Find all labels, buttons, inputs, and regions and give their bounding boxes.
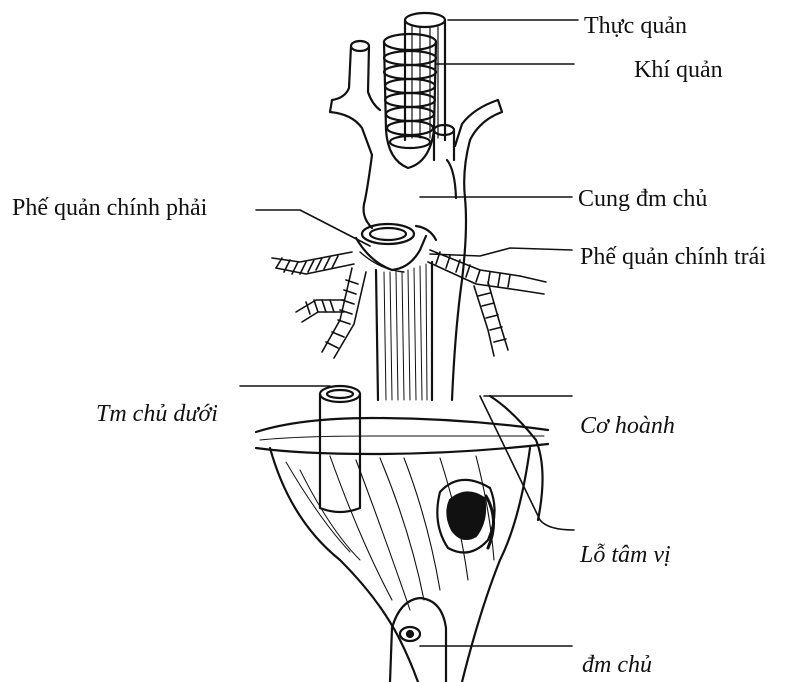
label-cung-dm-chu: Cung đm chủ (578, 187, 707, 211)
left-bronchi (428, 250, 546, 356)
label-khi-quan: Khí quản (634, 58, 723, 82)
trachea (384, 34, 436, 168)
inferior-vena-cava (320, 386, 360, 512)
label-tm-chu-duoi: Tm chủ dưới (96, 402, 218, 426)
leader-phe-quan-phai (256, 210, 370, 246)
label-lo-tam-vi: Lỗ tâm vị (580, 543, 671, 567)
label-dm-chu: đm chủ (582, 653, 652, 677)
right-bronchi (272, 252, 366, 358)
label-co-hoanh: Cơ hoành (580, 414, 675, 438)
label-phe-quan-chinh-phai: Phế quản chính phải (12, 196, 207, 220)
leader-phe-quan-trai (430, 248, 572, 256)
diaphragm (256, 396, 548, 520)
carina (356, 224, 436, 272)
aorta-lower (390, 598, 446, 682)
esophageal-hiatus (437, 480, 494, 553)
esophagus-lower (376, 262, 432, 400)
label-phe-quan-chinh-trai: Phế quản chính trái (580, 245, 766, 269)
crura-muscle (270, 448, 530, 682)
aortic-arch (330, 41, 502, 400)
label-thuc-quan: Thực quản (584, 14, 687, 38)
